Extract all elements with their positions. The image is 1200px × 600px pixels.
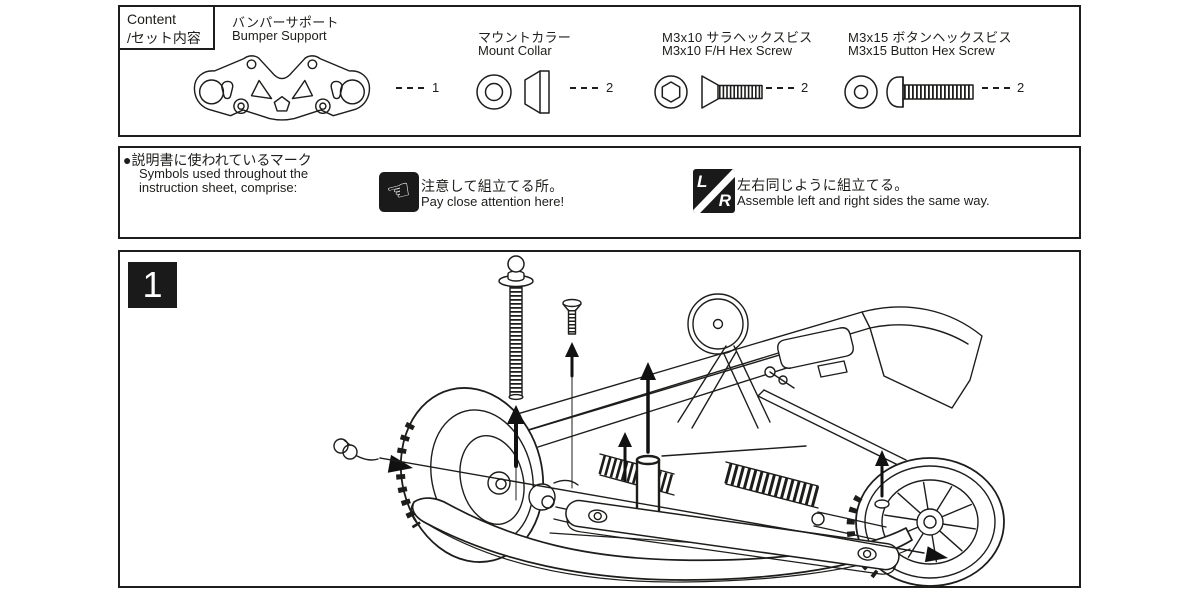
symbol-attention-text-jp: 注意して組立てる所。 xyxy=(421,178,564,194)
left-right-icon-letter-r: R xyxy=(718,191,731,210)
side-strut xyxy=(757,389,907,467)
button-hex-screw-drawing xyxy=(844,75,974,109)
qty-leader xyxy=(570,87,598,89)
step-number-badge: 1 xyxy=(128,262,177,308)
part-fh-screw-name-en: M3x10 F/H Hex Screw xyxy=(662,43,793,58)
insert-arrow-left-inner xyxy=(618,432,632,482)
body-post-pin xyxy=(498,255,534,401)
symbols-heading-jp: ●説明書に使われているマーク xyxy=(123,152,312,168)
part-bumper-support-qty: 1 xyxy=(432,80,440,95)
part-button-screw-qty: 2 xyxy=(1017,80,1025,95)
bumper-support-plate xyxy=(565,499,900,575)
pointing-hand-glyph: ☞ xyxy=(383,173,415,210)
insert-arrow-pin xyxy=(507,405,525,501)
part-button-screw-name-jp: M3x15 ボタンヘックスビス xyxy=(848,30,1012,45)
front-bumper xyxy=(410,497,913,583)
drive-shafts xyxy=(598,453,820,509)
insert-arrow-right xyxy=(875,450,889,498)
part-fh-screw-qty: 2 xyxy=(801,80,809,95)
qty-leader xyxy=(396,87,424,89)
step-number: 1 xyxy=(142,264,163,305)
symbols-heading-en-1: Symbols used throughout the xyxy=(139,166,309,181)
symbol-left-right-text-en: Assemble left and right sides the same w… xyxy=(737,193,990,208)
part-bumper-support-name-jp: バンパーサポート xyxy=(232,15,339,30)
spur-gear xyxy=(687,293,749,355)
content-label-en: Content xyxy=(127,11,177,27)
part-mount-collar-qty: 2 xyxy=(606,80,614,95)
body-clip-pin xyxy=(333,438,948,563)
left-right-icon: L R xyxy=(693,169,735,213)
symbol-attention-text-en: Pay close attention here! xyxy=(421,194,565,209)
receiver-box xyxy=(777,327,854,378)
symbols-heading-en-2: instruction sheet, comprise: xyxy=(139,180,298,195)
qty-leader xyxy=(766,87,794,89)
left-right-icon-letter-l: L xyxy=(697,172,708,191)
part-button-screw-name-en: M3x15 Button Hex Screw xyxy=(848,43,995,58)
symbol-left-right-text-jp: 左右同じように組立てる。 xyxy=(737,177,909,193)
chassis-deck xyxy=(469,306,983,448)
content-parts-panel xyxy=(118,5,1081,137)
pointing-hand-icon: ☞ xyxy=(379,172,419,212)
part-bumper-support-name-en: Bumper Support xyxy=(232,28,327,43)
symbols-panel xyxy=(118,146,1081,239)
bumper-support-drawing xyxy=(193,55,371,121)
qty-leader xyxy=(982,87,1010,89)
content-label-jp: /セット内容 xyxy=(127,29,201,46)
part-mount-collar-name-en: Mount Collar xyxy=(478,43,552,58)
rc-car-front-assembly-diagram xyxy=(333,255,1005,587)
shock-tower-braces xyxy=(661,345,807,457)
mount-collar-drawing xyxy=(476,70,550,114)
insert-arrow-center xyxy=(640,362,656,454)
fh-hex-screw-drawing xyxy=(654,75,763,109)
insert-arrow-screw xyxy=(565,342,579,489)
part-fh-screw-name-jp: M3x10 サラヘックスビス xyxy=(662,30,813,45)
content-label-box: Content /セット内容 xyxy=(118,5,215,50)
fh-screw-small xyxy=(562,298,582,335)
part-mount-collar-name-jp: マウントカラー xyxy=(478,30,572,45)
servo-linkage xyxy=(764,366,795,389)
